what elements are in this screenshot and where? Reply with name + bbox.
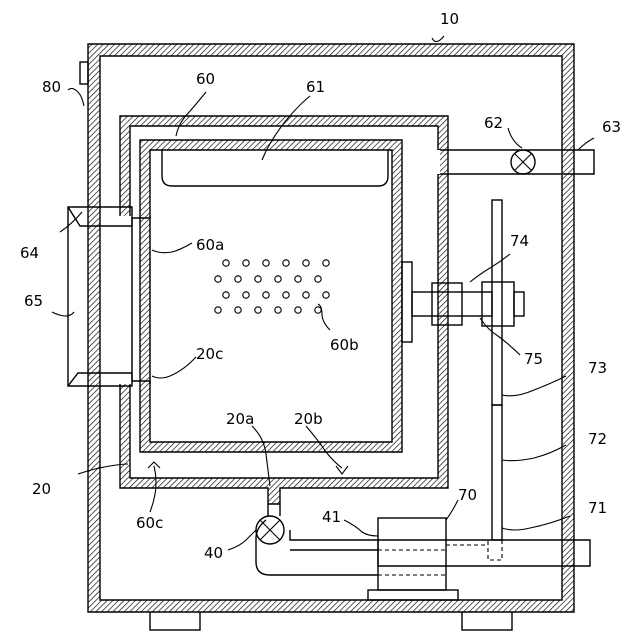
drum	[140, 140, 402, 452]
drum-hole	[255, 307, 261, 313]
drum-hole	[315, 307, 321, 313]
shaft	[412, 292, 492, 316]
belt-upper	[492, 200, 502, 405]
label-73: 73	[588, 359, 607, 377]
foot-right	[462, 610, 512, 630]
label-20c: 20c	[196, 345, 223, 363]
drum-holes	[215, 260, 329, 313]
drum-hole	[243, 292, 249, 298]
arrow-20b	[336, 466, 348, 474]
drum-hole	[315, 276, 321, 282]
drum-hole	[323, 292, 329, 298]
control-panel	[80, 62, 88, 84]
drain-pipe	[256, 504, 378, 575]
drum-hole	[323, 260, 329, 266]
belt-lower	[492, 405, 502, 540]
motor-base	[378, 540, 590, 566]
inlet-pipe-seam	[436, 150, 440, 174]
label-20a: 20a	[226, 410, 254, 428]
drum-hole	[295, 307, 301, 313]
drum-hole	[275, 307, 281, 313]
drum-hole	[283, 292, 289, 298]
drum-hole	[263, 260, 269, 266]
pulley-hub	[514, 292, 524, 316]
motor	[378, 518, 446, 590]
label-40: 40	[204, 544, 223, 562]
drum-hole	[303, 260, 309, 266]
drum-hole	[223, 260, 229, 266]
label-63: 63	[602, 118, 621, 136]
drum-hole	[295, 276, 301, 282]
label-74: 74	[510, 232, 529, 250]
label-75: 75	[524, 350, 543, 368]
label-60: 60	[196, 70, 215, 88]
drum-hole	[303, 292, 309, 298]
label-60c: 60c	[136, 514, 163, 532]
label-80: 80	[42, 78, 61, 96]
drum-hole	[255, 276, 261, 282]
drum-hole	[223, 292, 229, 298]
drum-hole	[235, 307, 241, 313]
drum-hole	[263, 292, 269, 298]
belt-pulley-dashed	[488, 540, 502, 560]
motor-mount	[368, 590, 458, 600]
label-61: 61	[306, 78, 325, 96]
label-71: 71	[588, 499, 607, 517]
label-65: 65	[24, 292, 43, 310]
drum-hole	[243, 260, 249, 266]
baffle	[162, 150, 388, 186]
label-41: 41	[322, 508, 341, 526]
label-64: 64	[20, 244, 39, 262]
drum-hole	[215, 307, 221, 313]
label-60a: 60a	[196, 236, 224, 254]
label-72: 72	[588, 430, 607, 448]
label-62: 62	[484, 114, 503, 132]
drum-hole	[235, 276, 241, 282]
label-20b: 20b	[294, 410, 323, 428]
label-10: 10	[440, 10, 459, 28]
drum-hole	[275, 276, 281, 282]
label-60b: 60b	[330, 336, 359, 354]
foot-left	[150, 610, 200, 630]
pulley	[482, 282, 514, 326]
drum-hub-plate	[402, 262, 412, 342]
label-70: 70	[458, 486, 477, 504]
drum-hole	[283, 260, 289, 266]
drum-hole	[215, 276, 221, 282]
label-20: 20	[32, 480, 51, 498]
